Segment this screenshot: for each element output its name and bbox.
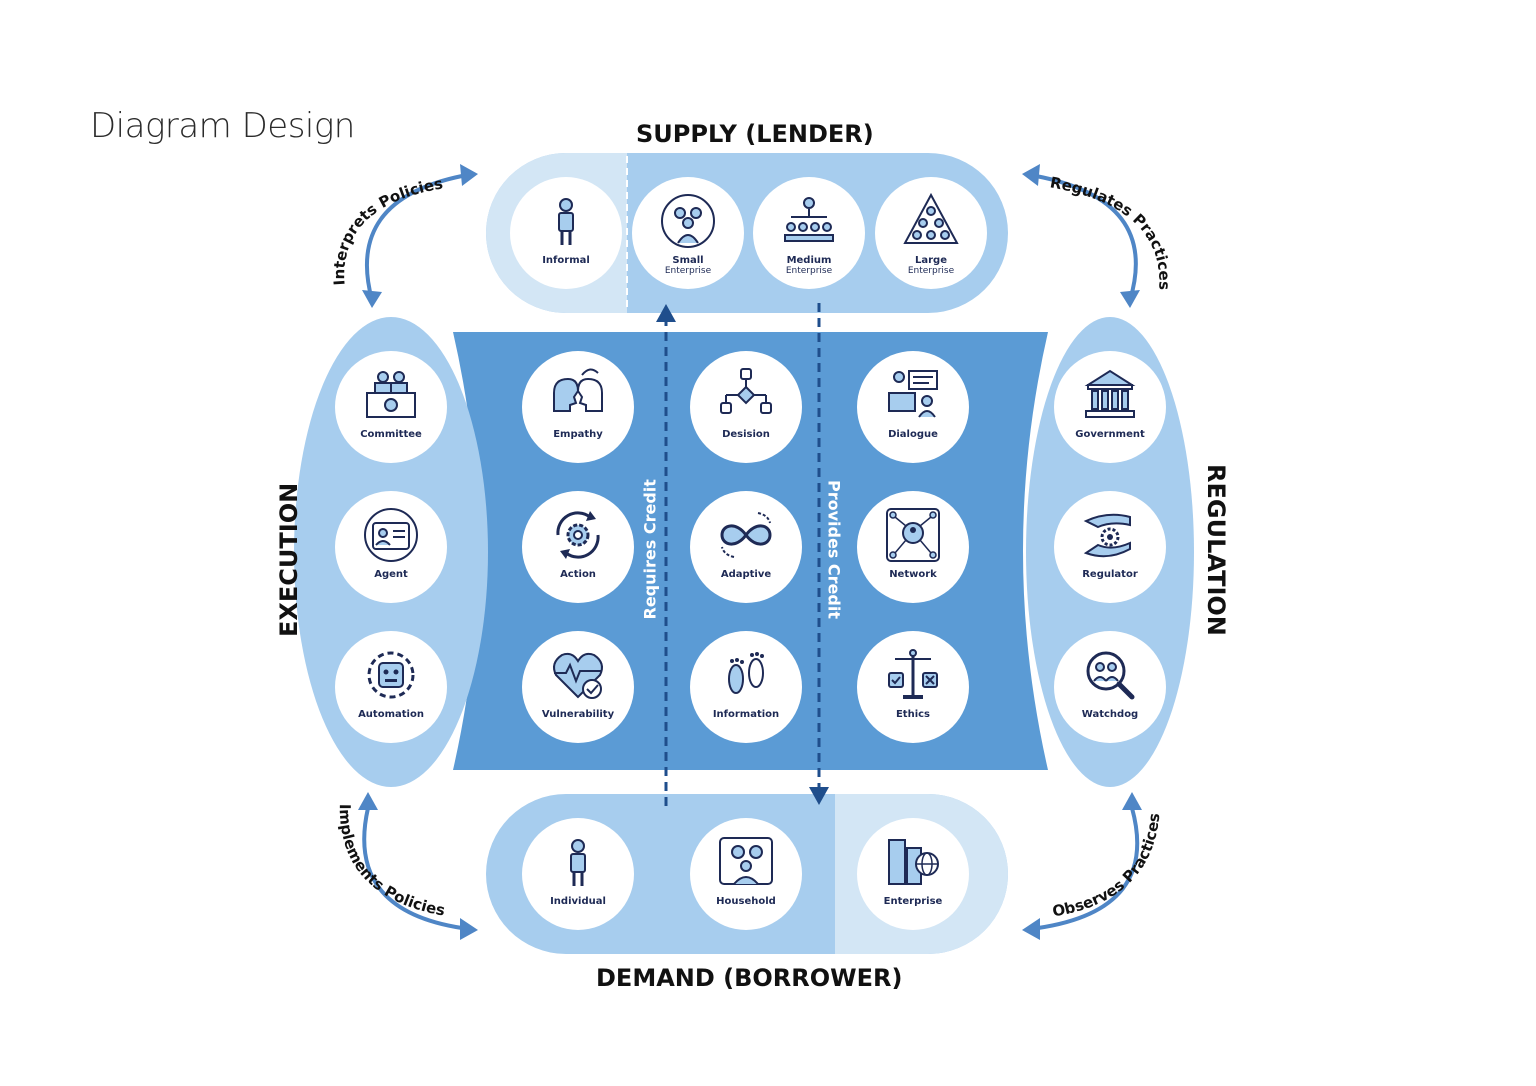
node-informal[interactable]: Informal: [510, 177, 622, 289]
implements-arrow: [362, 807, 463, 930]
heart-check-icon: [553, 652, 603, 699]
node-committee[interactable]: Committee: [335, 351, 447, 463]
node-label: Information: [712, 709, 780, 720]
interprets-arrowhead-top: [460, 164, 478, 186]
requires-credit-label: Requires Credit: [640, 479, 660, 620]
node-regulator[interactable]: Regulator: [1054, 491, 1166, 603]
regulates-arrowhead-bottom: [1120, 290, 1140, 308]
node-sublabel: Enterprise: [907, 266, 955, 276]
node-large-enterprise[interactable]: Large Enterprise: [875, 177, 987, 289]
dialogue-icon: [888, 370, 938, 418]
government-building-icon: [1084, 369, 1136, 418]
interprets-arrowhead-bottom: [362, 290, 382, 308]
family-icon: [719, 837, 773, 885]
regulates-label: Regulates Practices: [1049, 173, 1174, 290]
node-label: Watchdog: [1081, 709, 1139, 720]
node-label: Vulnerability: [541, 709, 615, 720]
two-heads-icon: [553, 368, 603, 412]
regulates-arrow: [1035, 174, 1138, 301]
node-dialogue[interactable]: Dialogue: [857, 351, 969, 463]
node-network[interactable]: Network: [857, 491, 969, 603]
implements-label: Implements Policies: [336, 804, 447, 920]
implements-arrowhead-top: [358, 792, 378, 810]
supply-title: SUPPLY (LENDER): [636, 120, 874, 148]
observes-arrowhead-top: [1122, 792, 1142, 810]
node-automation[interactable]: Automation: [335, 631, 447, 743]
person-icon: [570, 839, 586, 886]
node-label: Dialogue: [888, 429, 938, 440]
node-empathy[interactable]: Empathy: [522, 351, 634, 463]
node-label: Government: [1075, 429, 1145, 440]
node-label: Agent: [374, 569, 408, 580]
node-sublabel: Enterprise: [664, 266, 712, 276]
node-household[interactable]: Household: [690, 818, 802, 930]
node-sublabel: Enterprise: [785, 266, 833, 276]
requires-credit-arrow: [656, 304, 676, 806]
buildings-globe-icon: [888, 839, 939, 885]
node-label: Small: [672, 255, 704, 266]
small-team-icon: [661, 194, 715, 248]
id-badge-icon: [364, 508, 418, 562]
infinity-icon: [720, 512, 772, 558]
node-small-enterprise[interactable]: Small Enterprise: [632, 177, 744, 289]
node-individual[interactable]: Individual: [522, 818, 634, 930]
interprets-label: Interprets Policies: [330, 174, 444, 286]
regulation-title: REGULATION: [1202, 464, 1230, 636]
network-icon: [886, 508, 940, 562]
node-label: Medium: [786, 255, 832, 266]
footprints-icon: [728, 652, 764, 694]
node-label: Network: [889, 569, 937, 580]
node-label: Household: [716, 896, 776, 907]
node-medium-enterprise[interactable]: Medium Enterprise: [753, 177, 865, 289]
robot-icon: [367, 651, 415, 699]
node-label: Action: [560, 569, 596, 580]
node-agent[interactable]: Agent: [335, 491, 447, 603]
node-information[interactable]: Information: [690, 631, 802, 743]
node-watchdog[interactable]: Watchdog: [1054, 631, 1166, 743]
node-vulnerability[interactable]: Vulnerability: [522, 631, 634, 743]
execution-title: EXECUTION: [275, 482, 303, 637]
provides-credit-arrow: [809, 303, 829, 805]
node-label: Empathy: [553, 429, 603, 440]
node-label: Automation: [358, 709, 424, 720]
node-government[interactable]: Government: [1054, 351, 1166, 463]
interprets-arrow: [364, 174, 463, 301]
node-label: Ethics: [895, 709, 931, 720]
node-enterprise[interactable]: Enterprise: [857, 818, 969, 930]
observes-arrowhead-bottom: [1022, 918, 1040, 940]
org-chart-icon: [784, 197, 834, 242]
node-ethics[interactable]: Ethics: [857, 631, 969, 743]
pyramid-team-icon: [903, 192, 959, 244]
node-adaptive[interactable]: Adaptive: [690, 491, 802, 603]
node-desision[interactable]: Desision: [690, 351, 802, 463]
node-label: Enterprise: [883, 896, 943, 907]
magnifier-people-icon: [1086, 651, 1135, 700]
implements-arrowhead-bottom: [460, 918, 478, 940]
node-label: Adaptive: [720, 569, 772, 580]
node-label: Desision: [722, 429, 770, 440]
page-title: Diagram Design: [90, 106, 355, 146]
hands-gear-icon: [1083, 513, 1131, 558]
demand-title: DEMAND (BORROWER): [596, 964, 903, 992]
committee-icon: [366, 371, 416, 418]
node-label: Committee: [360, 429, 422, 440]
person-icon: [558, 198, 574, 245]
node-action[interactable]: Action: [522, 491, 634, 603]
decision-flow-icon: [720, 368, 772, 414]
observes-arrow: [1037, 807, 1140, 930]
provides-credit-label: Provides Credit: [824, 480, 844, 619]
node-label: Large: [915, 255, 947, 266]
regulates-arrowhead-top: [1022, 164, 1040, 186]
node-label: Informal: [542, 255, 590, 266]
gear-cycle-icon: [556, 511, 600, 559]
node-label: Individual: [550, 896, 606, 907]
node-label: Regulator: [1082, 569, 1138, 580]
scales-icon: [888, 649, 938, 699]
